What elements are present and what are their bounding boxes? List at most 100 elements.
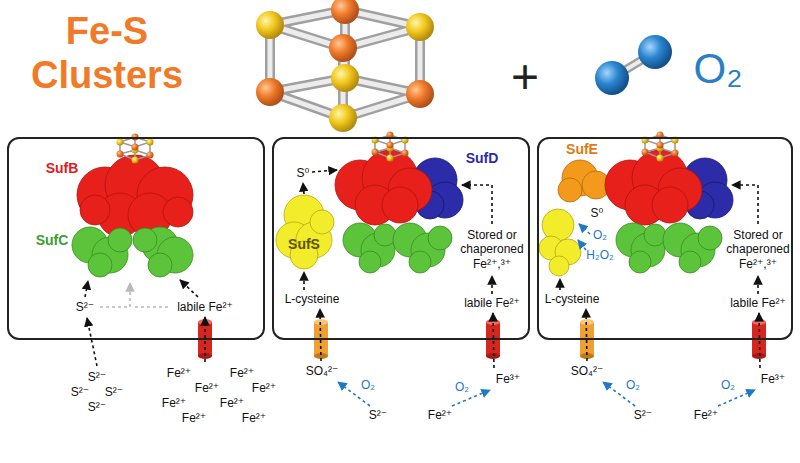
ion-label: labile Fe²⁺ — [177, 300, 233, 314]
protein-lobe — [644, 224, 666, 246]
protein-lobe — [88, 253, 112, 277]
pathway-arrow — [586, 309, 587, 361]
ion-label: Fe²⁺ — [167, 366, 191, 380]
pathway-arrow — [559, 279, 561, 290]
molecule-label: O₂ — [694, 44, 743, 94]
protein-lobe — [148, 253, 172, 277]
pathway-arrow — [757, 276, 759, 294]
sufs-protein — [539, 209, 581, 276]
protein-lobe — [558, 178, 582, 202]
ion-label: Fe²⁺ — [428, 408, 452, 422]
oxidant-label: O₂ — [593, 228, 607, 242]
pathway-arrow — [493, 313, 494, 368]
iron-atom — [329, 34, 357, 62]
protein-label: SufS — [288, 236, 320, 253]
pathway-arrow — [100, 283, 130, 307]
oxygen-atom — [595, 61, 629, 95]
protein-lobe — [382, 187, 418, 223]
protein-lobe — [698, 226, 722, 250]
pathway-arrow — [462, 185, 492, 224]
pathway-arrow — [303, 183, 304, 194]
ion-label: Fe²⁺ — [220, 396, 244, 410]
cluster-bond — [270, 10, 420, 118]
sufb-protein — [605, 150, 702, 225]
sufc-protein — [343, 223, 452, 273]
sulfur-atom — [406, 13, 434, 41]
ion-label: labile Fe²⁺ — [730, 296, 786, 310]
ion-label: S²⁻ — [88, 370, 106, 384]
ion-label: Fe²⁺ — [242, 411, 266, 425]
ion-label: S⁰ — [297, 166, 310, 180]
protein-label: SufD — [466, 150, 499, 167]
pathway-arrows — [85, 170, 760, 406]
oxygen-atom — [638, 35, 672, 69]
ion-label: S²⁻ — [105, 385, 123, 399]
sufc-protein — [72, 227, 193, 277]
protein-lobe — [374, 224, 396, 246]
protein-lobe — [80, 195, 110, 225]
sulfur-atom — [256, 11, 284, 39]
pathway-arrow — [312, 170, 337, 172]
pool-label: Stored or chaperoned Fe²⁺,³⁺ — [725, 228, 791, 271]
pool-label: Stored or chaperoned Fe²⁺,³⁺ — [459, 228, 525, 271]
ion-label: Fe²⁺ — [694, 408, 718, 422]
sufc-protein — [616, 223, 722, 273]
pathway-arrow — [85, 281, 88, 297]
pathway-arrow — [732, 185, 758, 224]
ion-label: L-cysteine — [285, 292, 340, 306]
panel-box: SufD S⁰ SufS L-cysteine Stored or chaperoned… — [272, 137, 530, 340]
pathway-arrow — [303, 272, 305, 290]
iron-atom — [406, 80, 434, 108]
pathway-arrow — [132, 306, 168, 308]
ion-label: O₂ — [626, 378, 640, 392]
ion-label: O₂ — [361, 378, 375, 392]
ion-label: Fe²⁺ — [162, 396, 186, 410]
ion-label: O₂ — [721, 378, 735, 392]
protein-lobe — [679, 251, 701, 273]
ion-label: S⁰ — [591, 206, 604, 220]
protein-lobe — [549, 256, 569, 276]
oxidation-arrow — [578, 240, 586, 250]
ion-label: S²⁻ — [369, 408, 387, 422]
ion-label: S²⁻ — [76, 300, 94, 314]
ion-label: S²⁻ — [88, 400, 106, 414]
ion-label: SO₄²⁻ — [571, 364, 604, 378]
ion-label: S²⁻ — [634, 408, 652, 422]
protein-lobe — [163, 197, 193, 227]
pathway-arrow — [87, 318, 97, 366]
mini-cluster — [372, 132, 409, 162]
panel-box: SufES⁰O₂H₂O₂L-cysteineStored or chaperon… — [537, 137, 793, 340]
ion-label: Fe²⁺ — [182, 411, 206, 425]
ion-label: Fe²⁺ — [195, 381, 219, 395]
ion-label: Fe²⁺ — [230, 366, 254, 380]
iron-atom — [256, 78, 284, 106]
protein-lobe — [359, 251, 381, 273]
protein-lobe — [409, 251, 431, 273]
protein-lobe — [108, 228, 132, 252]
pathway-arrow — [180, 280, 198, 297]
protein-lobe — [310, 210, 334, 234]
title-text: Fe-S Clusters — [12, 10, 202, 97]
sufs-protein — [276, 195, 334, 269]
protein-lobe — [133, 228, 157, 252]
pathway-arrow — [491, 276, 493, 294]
protein-label: SufC — [36, 232, 69, 249]
panel-box: SufBSufCS²⁻labile Fe²⁺ — [7, 137, 265, 340]
fe-s-cluster — [256, 0, 434, 132]
protein-label: SufE — [566, 141, 598, 158]
sulfur-atom — [329, 104, 357, 132]
ion-label: SO₄²⁻ — [306, 364, 339, 378]
oxidation-arrow — [579, 224, 590, 234]
sufb-protein — [335, 150, 432, 225]
plus-sign: + — [511, 48, 539, 106]
sufb-protein — [77, 155, 193, 237]
protein-lobe — [428, 226, 452, 250]
mini-cluster — [642, 132, 679, 162]
protein-lobe — [652, 187, 688, 223]
ion-label: L-cysteine — [545, 292, 600, 306]
ion-label: Fe³⁺ — [761, 372, 785, 386]
oxidation-arrow — [718, 390, 755, 406]
protein-lobe — [542, 209, 574, 241]
protein-lobe — [629, 251, 651, 273]
